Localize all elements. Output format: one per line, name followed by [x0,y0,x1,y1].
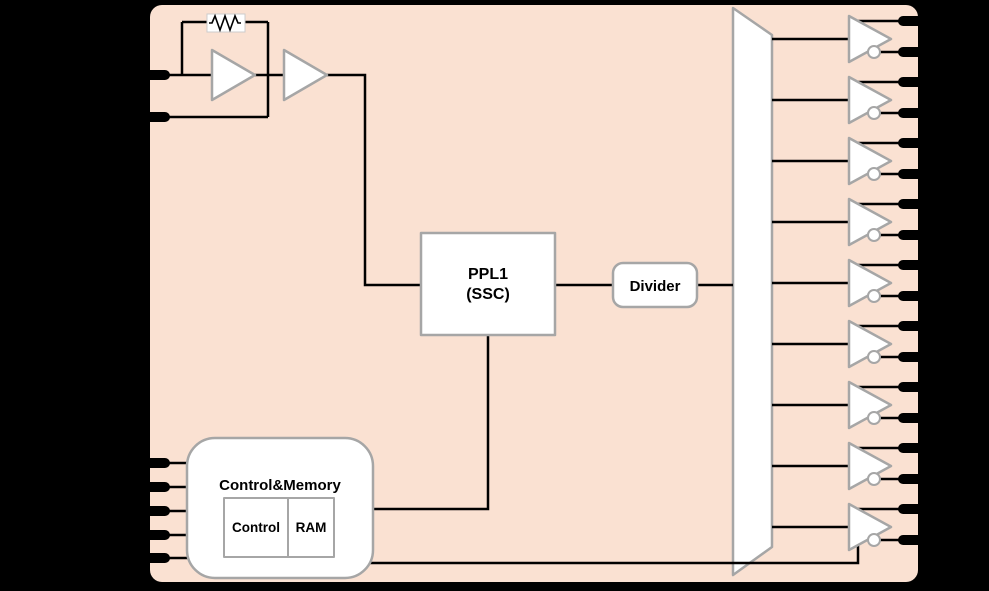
ram-label: RAM [296,520,327,535]
inverter-bubble-icon [867,533,881,547]
divider-label: Divider [630,278,681,295]
control-label: Control [232,520,280,535]
divider-box [611,261,699,309]
oscillator-amp-icon [210,48,257,102]
resistor-icon [209,13,241,33]
divider-block: Divider [611,261,699,309]
buffer-amp-icon [282,48,329,102]
inverter-bubble-icon [867,45,881,59]
control-memory-title: Control&Memory [219,477,341,494]
clock-fanout-trapezoid-icon [731,6,774,577]
wire-control-to-pll [372,335,490,511]
inverter-bubble-icon [867,411,881,425]
pll-box [419,231,557,337]
control-box [223,497,289,558]
pll-label-line2: (SSC) [466,286,510,303]
oscillator-section [206,13,329,102]
inverter-bubble-icon [867,472,881,486]
inverter-bubble-icon [867,350,881,364]
wire-control-to-last-buffer [370,545,860,565]
control-memory-block: Control&Memory Control RAM [185,436,375,580]
inverter-bubble-icon [867,228,881,242]
ram-box [287,497,335,558]
inverter-bubble-icon [867,106,881,120]
inverter-bubble-icon [867,289,881,303]
pll-label-line1: PPL1 [468,266,508,283]
wire-osc-to-pll [327,73,421,287]
pll-block: PPL1 (SSC) [419,231,557,337]
inverter-bubble-icon [867,167,881,181]
